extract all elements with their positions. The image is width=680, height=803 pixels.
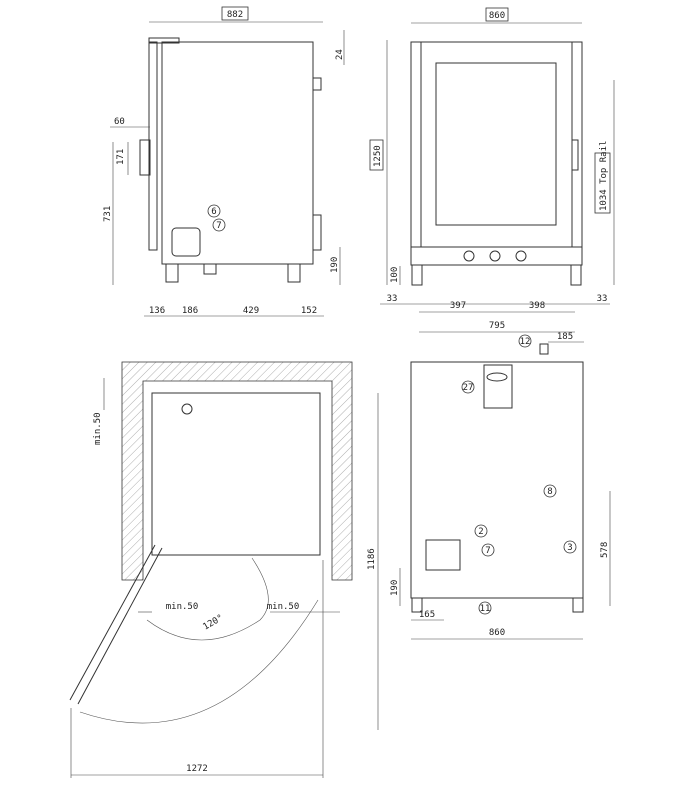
electrical-panel [425, 539, 461, 571]
dim-left-span: 397 [450, 301, 466, 311]
callout-7-label: 7 [216, 221, 221, 231]
callouts: 12 27 8 2 7 3 11 [461, 334, 577, 615]
oven-rear [410, 361, 584, 599]
leg-right [572, 597, 584, 613]
dim-rear-height: 190 [330, 257, 340, 273]
side-fitting [312, 77, 322, 91]
dim-box [594, 152, 611, 214]
door-profile [148, 41, 158, 251]
plan-view: 120° min.50 min.50 min.50 1186 1272 [69, 361, 379, 778]
rear-view: 185 578 190 165 860 12 27 8 2 7 3 11 [390, 332, 611, 640]
callout-12-label: 12 [520, 337, 531, 347]
callout-3-label: 3 [567, 543, 572, 553]
drain [203, 263, 217, 275]
dim-box [485, 7, 509, 22]
dim-right-margin: 33 [597, 294, 608, 304]
rear-plate [483, 364, 513, 409]
callout-2-label: 2 [478, 527, 483, 537]
dim-top-offset: 24 [335, 49, 345, 60]
dim-box [221, 6, 249, 21]
dim-leg-span: 795 [489, 321, 505, 331]
callout-7 [481, 543, 495, 557]
leg-front [165, 263, 179, 283]
side-panel [312, 214, 322, 251]
oven-plan [151, 392, 321, 556]
callout-7-label: 7 [485, 546, 490, 556]
door-handle [139, 139, 151, 176]
front-view: 860 1250 100 1034 Top Rail 33 33 397 398… [369, 7, 615, 333]
control-base [410, 246, 583, 266]
dim-vent-offset: 185 [557, 332, 573, 342]
dim-front-height: 1250 [373, 145, 383, 167]
door-top [148, 37, 180, 44]
dim-left-margin: 33 [387, 294, 398, 304]
left-clearance: min.50 [166, 602, 199, 612]
angle-arc [146, 557, 269, 641]
dim-bottom-4: 152 [301, 306, 317, 316]
callout-11-label: 11 [480, 604, 491, 614]
dim-bottom-1: 136 [149, 306, 165, 316]
dim-door-depth: 60 [114, 117, 125, 127]
door-angle: 120° [202, 613, 226, 633]
dim-box [369, 139, 384, 171]
side-view: 882 24 60 171 731 190 136 186 429 152 6 … [103, 6, 345, 317]
callout-8-label: 8 [547, 487, 552, 497]
dim-width: 882 [227, 10, 243, 20]
wall-niche [121, 361, 353, 581]
knob-2 [489, 250, 501, 262]
dim-front-width: 860 [489, 11, 505, 21]
rear-clearance: min.50 [93, 412, 103, 445]
callout-6 [207, 204, 221, 218]
connector [181, 403, 193, 415]
open-door [69, 544, 163, 705]
logo-badge [486, 372, 508, 382]
callout-27-label: 27 [463, 383, 474, 393]
callout-11 [478, 601, 492, 615]
dim-handle-position: 731 [103, 206, 113, 222]
callout-3 [563, 540, 577, 554]
door-handle-front [571, 139, 579, 171]
callout-12 [518, 334, 532, 348]
callout-6-label: 6 [211, 207, 216, 217]
dim-bottom-3: 429 [243, 306, 259, 316]
dim-base-height: 190 [390, 580, 400, 596]
vent [539, 343, 549, 355]
callout-2 [474, 524, 488, 538]
callout-27 [461, 380, 475, 394]
dim-handle-height: 171 [116, 149, 126, 165]
control-label [171, 227, 201, 257]
knob-3 [515, 250, 527, 262]
door-swing-arc [79, 599, 319, 724]
callout-8 [543, 484, 557, 498]
dim-bottom-2: 186 [182, 306, 198, 316]
dim-top-rail: 1034 Top Rail [599, 141, 609, 211]
leg-right [570, 264, 582, 286]
dim-leg-height: 100 [390, 267, 400, 283]
dim-depth-open: 1186 [367, 548, 377, 570]
right-clearance: min.50 [267, 602, 300, 612]
dim-left-offset: 165 [419, 610, 435, 620]
dim-rear-width: 860 [489, 628, 505, 638]
leg-left [411, 264, 423, 286]
door-window [435, 62, 557, 226]
leg-left [411, 597, 423, 613]
dim-width-open: 1272 [186, 764, 208, 774]
leg-rear [287, 263, 301, 283]
dim-connection-height: 578 [600, 542, 610, 558]
knob-1 [463, 250, 475, 262]
callout-7 [212, 218, 226, 232]
dim-right-span: 398 [529, 301, 545, 311]
oven-body-side [161, 41, 314, 265]
